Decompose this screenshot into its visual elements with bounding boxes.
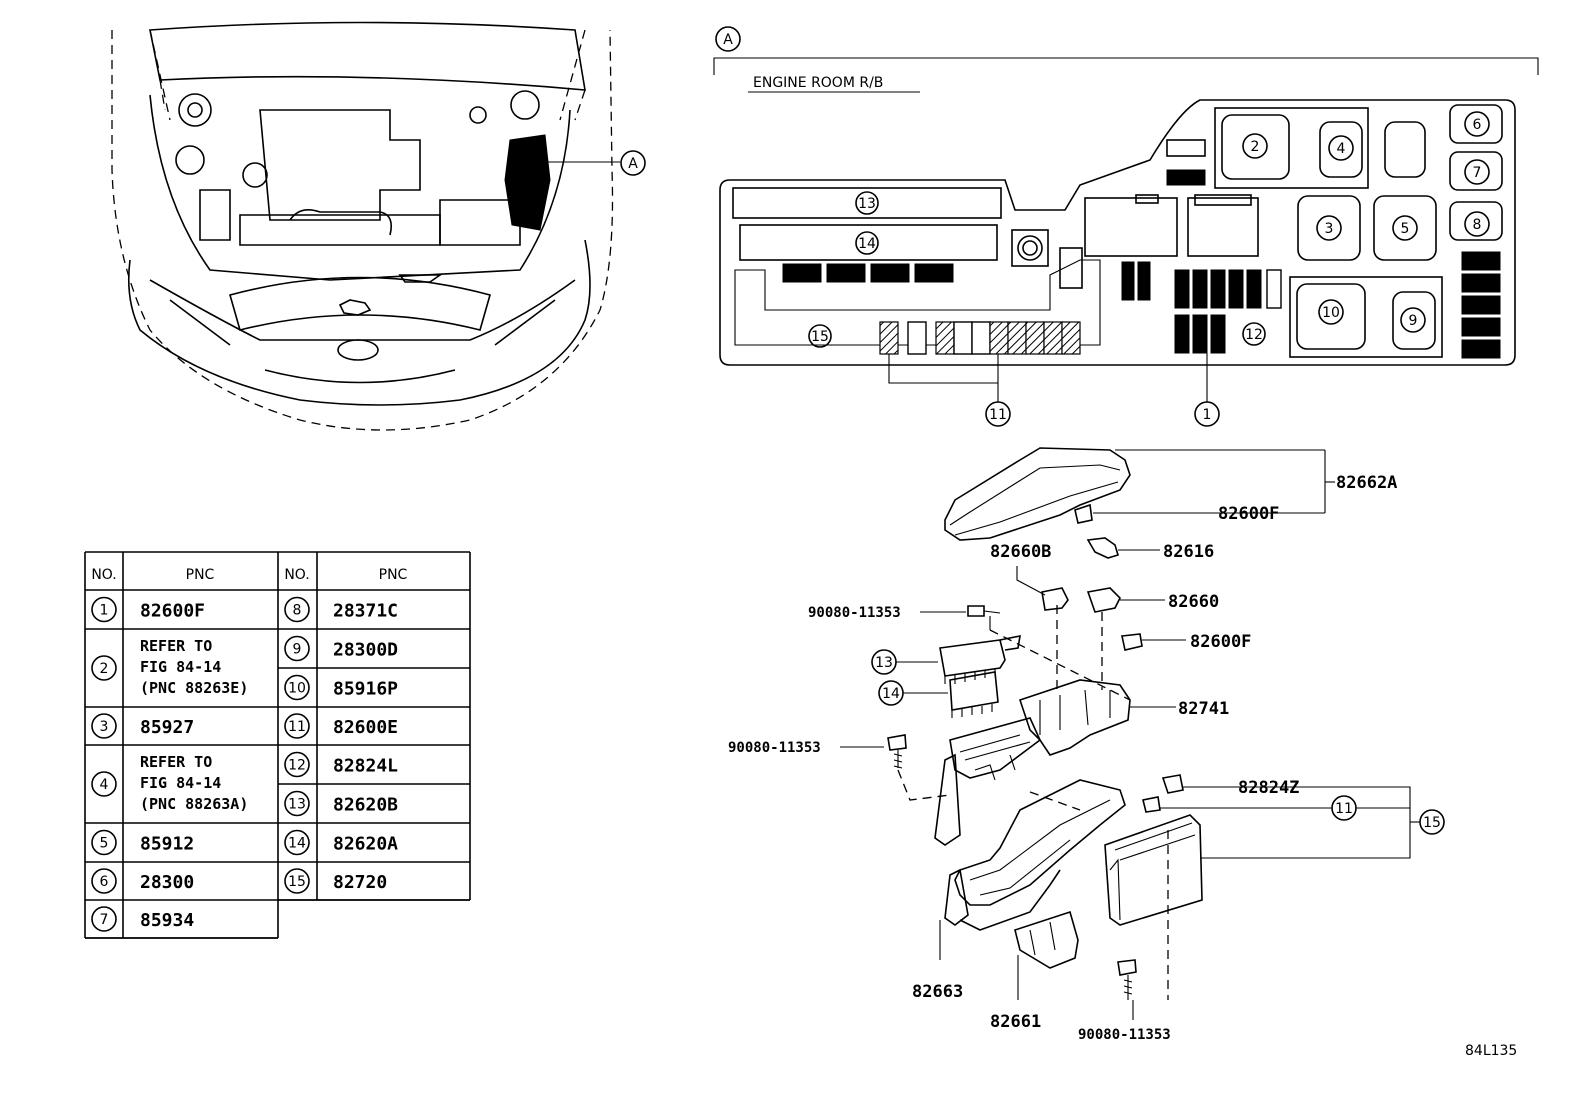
table-pnc-left-line: FIG 84-14 — [140, 658, 221, 676]
table-pnc-right: 82720 — [333, 872, 387, 893]
rb-num-4: 4 — [1337, 141, 1346, 157]
table-no-right: 14 — [288, 836, 306, 852]
table-no-left: 5 — [100, 836, 109, 852]
rb-num-9: 9 — [1409, 313, 1418, 329]
rb-num-7: 7 — [1473, 165, 1482, 181]
table-no-left: 2 — [100, 661, 109, 677]
table-no-circle — [91, 655, 117, 681]
section-title: ENGINE ROOM R/B — [753, 75, 883, 91]
exploded-num-13: 13 — [875, 655, 893, 671]
table-no-right: 8 — [293, 603, 302, 619]
part-82662A: 82662A — [1336, 473, 1397, 493]
table-no-right: 10 — [288, 681, 306, 697]
table-pnc-left-line: FIG 84-14 — [140, 774, 221, 792]
rb-num-5: 5 — [1401, 221, 1410, 237]
table-no-left: 1 — [100, 603, 109, 619]
table-pnc-left: 85934 — [140, 910, 194, 931]
table-header-no-left: NO. — [91, 567, 116, 583]
table-header-pnc-right: PNC — [379, 567, 408, 583]
table-header-no-right: NO. — [284, 567, 309, 583]
callout-a-engine: A — [620, 150, 646, 176]
table-pnc-right: 82620B — [333, 795, 398, 816]
part-bolt-2: 90080-11353 — [728, 740, 821, 756]
callout-a-section-letter: A — [723, 32, 733, 48]
table-pnc-right: 85916P — [333, 679, 398, 700]
table-header-pnc-left: PNC — [186, 567, 215, 583]
rb-num-2: 2 — [1251, 139, 1260, 155]
exploded-view: 82662A 82600F 82616 82660B 82660 82600F … — [728, 447, 1445, 1043]
table-no-right: 15 — [288, 874, 306, 890]
table-no-circle — [284, 829, 310, 856]
rb-num-8: 8 — [1473, 217, 1482, 233]
table-no-circle — [284, 635, 310, 662]
part-82600F-top: 82600F — [1218, 504, 1279, 524]
table-no-right: 13 — [288, 797, 306, 813]
part-82600F-mid: 82600F — [1190, 632, 1251, 652]
table-no-left: 6 — [100, 874, 109, 890]
exploded-num-14: 14 — [882, 686, 900, 702]
table-no-circle — [91, 829, 117, 856]
figure-code: 84L135 — [1465, 1043, 1517, 1059]
table-no-left: 7 — [100, 912, 109, 928]
part-bolt-1: 90080-11353 — [808, 605, 901, 621]
exploded-num-11: 11 — [1335, 801, 1353, 817]
table-no-circle — [91, 771, 117, 797]
rb-num-11: 11 — [989, 407, 1007, 423]
table-pnc-left-line: REFER TO — [140, 753, 212, 771]
table-pnc-left: 82600F — [140, 601, 205, 622]
part-82661: 82661 — [990, 1012, 1041, 1032]
callout-a-engine-letter: A — [628, 156, 638, 172]
table-no-circle — [91, 713, 117, 739]
part-82741: 82741 — [1178, 699, 1229, 719]
table-no-left: 3 — [100, 719, 109, 735]
table-pnc-right: 28300D — [333, 640, 398, 661]
rb-num-3: 3 — [1325, 221, 1334, 237]
rb-num-15: 15 — [811, 329, 829, 345]
part-82824Z: 82824Z — [1238, 778, 1299, 798]
rb-num-14: 14 — [858, 236, 876, 252]
table-no-circle — [284, 596, 310, 623]
relay-block-top-view: A ENGINE ROOM R/B 13 14 15 — [713, 26, 1539, 427]
table-pnc-left: 28300 — [140, 872, 194, 893]
part-82616: 82616 — [1163, 542, 1214, 562]
part-82660B: 82660B — [990, 542, 1051, 562]
rb-num-10: 10 — [1322, 305, 1340, 321]
table-no-circle — [91, 868, 117, 894]
table-pnc-right: 28371C — [333, 601, 398, 622]
engine-bay-illustration — [111, 21, 620, 431]
table-no-right: 12 — [288, 758, 306, 774]
part-82660: 82660 — [1168, 592, 1219, 612]
table-pnc-left-line: (PNC 88263E) — [140, 679, 248, 697]
table-pnc-right: 82824L — [333, 756, 398, 777]
part-bolt-3: 90080-11353 — [1078, 1027, 1171, 1043]
table-no-circle — [284, 868, 310, 894]
table-no-right: 11 — [288, 719, 306, 735]
table-no-circle — [91, 596, 117, 623]
rb-num-6: 6 — [1473, 117, 1482, 133]
table-no-circle — [284, 713, 310, 739]
table-pnc-left: 85912 — [140, 834, 194, 855]
table-no-right: 9 — [293, 642, 302, 658]
table-no-left: 4 — [100, 777, 109, 793]
table-pnc-right: 82600E — [333, 717, 398, 738]
table-no-circle — [284, 751, 310, 778]
table-pnc-left: 85927 — [140, 717, 194, 738]
exploded-num-15: 15 — [1423, 815, 1441, 831]
rb-num-13: 13 — [858, 196, 876, 212]
rb-num-12: 12 — [1245, 327, 1263, 343]
table-pnc-left-line: REFER TO — [140, 637, 212, 655]
part-82663: 82663 — [912, 982, 963, 1002]
rb-num-1: 1 — [1203, 407, 1212, 423]
table-no-circle — [284, 674, 310, 701]
table-no-circle — [91, 906, 117, 932]
table-pnc-right: 82620A — [333, 834, 398, 855]
table-no-circle — [284, 790, 310, 817]
table-pnc-left-line: (PNC 88263A) — [140, 795, 248, 813]
